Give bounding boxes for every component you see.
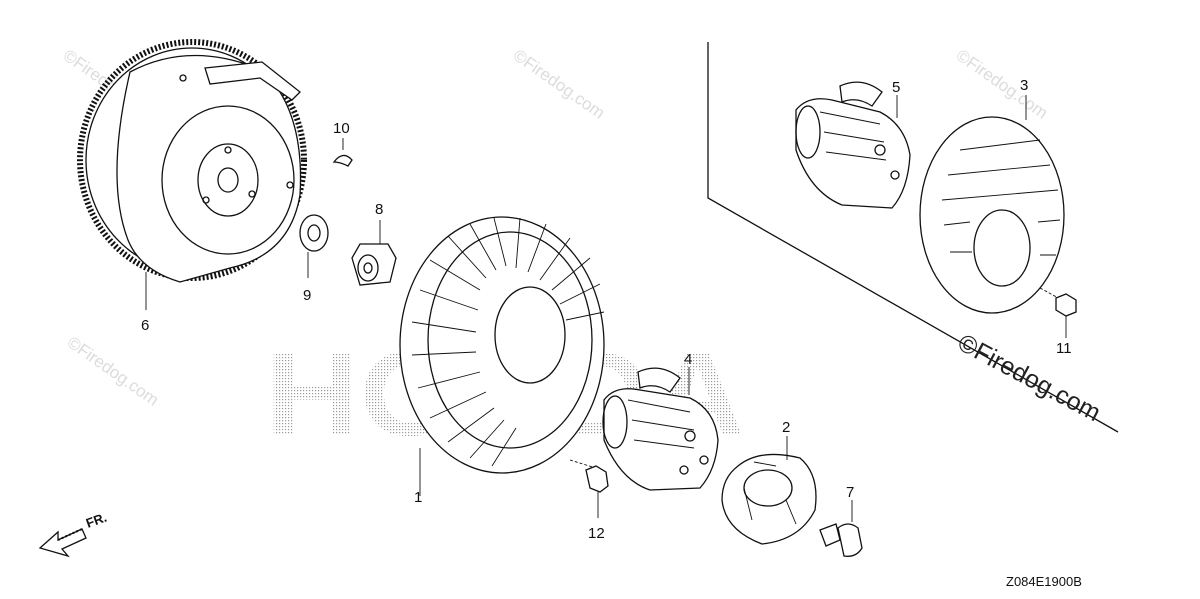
callout-1: 1 — [414, 489, 422, 506]
callout-7: 7 — [846, 484, 854, 501]
callout-11: 11 — [1056, 340, 1072, 357]
cooling-fan-part-1 — [399, 216, 605, 496]
starter-pulley-part-4 — [602, 367, 719, 491]
direction-label: FR. — [84, 510, 109, 531]
front-direction-arrow: FR. — [38, 510, 109, 558]
callout-2: 2 — [782, 419, 790, 436]
watermark-4: ©Firedog.com — [64, 333, 163, 410]
flywheel-part-6 — [77, 39, 307, 310]
callout-5: 5 — [892, 79, 900, 96]
pulley-plate-part-3 — [919, 95, 1065, 314]
starter-pulley-part-5 — [795, 81, 911, 209]
callout-10: 10 — [333, 120, 350, 137]
ratchet-cup-part-2 — [721, 436, 817, 545]
bolt-part-11 — [1039, 287, 1077, 338]
bolt-part-12 — [569, 459, 609, 518]
callout-4: 4 — [684, 351, 692, 368]
flange-bolt-part-7 — [819, 500, 863, 557]
callout-12: 12 — [588, 525, 605, 542]
watermark-large: ©Firedog.com — [953, 329, 1105, 428]
callout-6: 6 — [141, 317, 149, 334]
callout-3: 3 — [1020, 77, 1028, 94]
diagram-code: Z084E1900B — [1006, 574, 1082, 589]
callout-8: 8 — [375, 201, 383, 218]
watermark-3: ©Firedog.com — [953, 46, 1052, 123]
callout-9: 9 — [303, 287, 311, 304]
kit-boundary-line — [707, 42, 1119, 433]
key-part-10 — [332, 138, 353, 167]
washer-part-9 — [299, 214, 329, 278]
watermark-2: ©Firedog.com — [510, 46, 609, 123]
nut-part-8 — [351, 220, 397, 286]
